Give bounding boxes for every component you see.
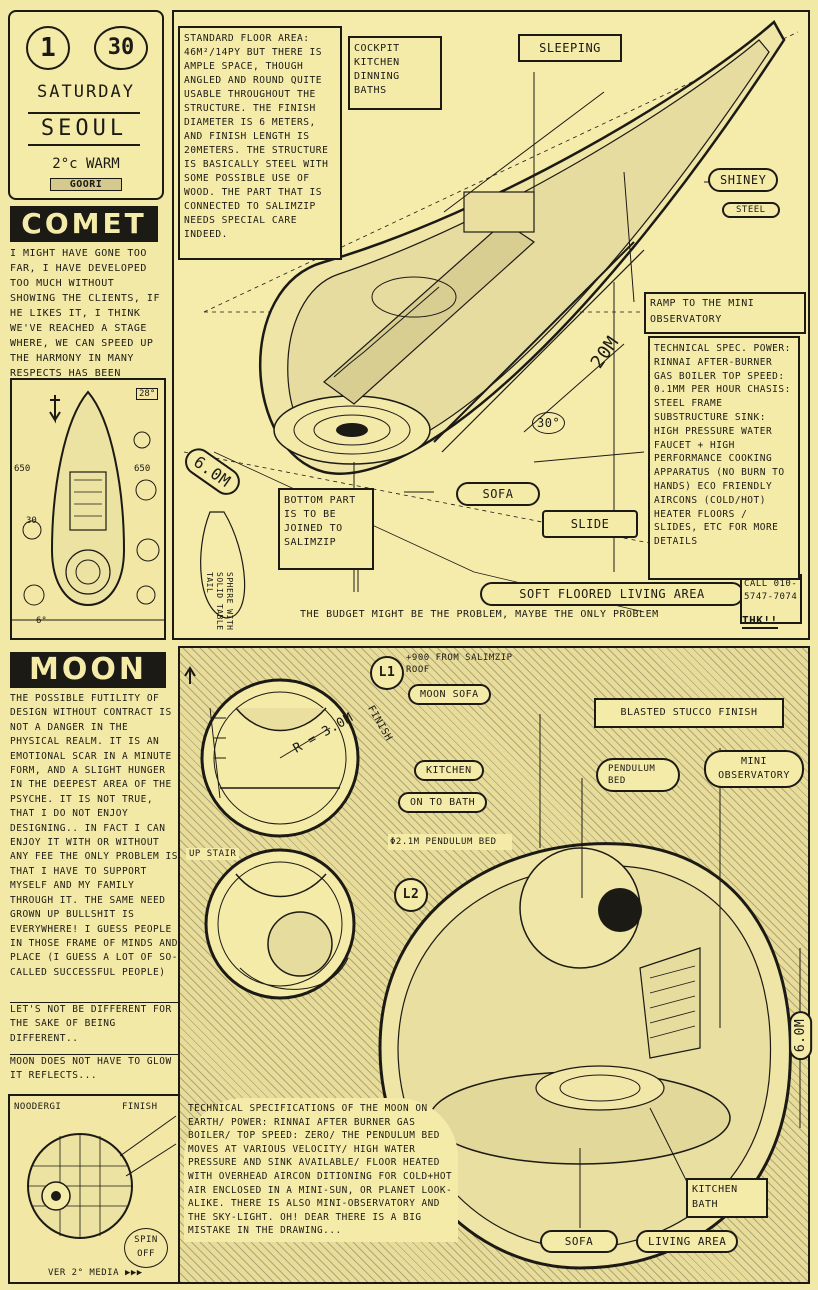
date-month-circle: 1: [26, 26, 70, 70]
mini-finish: FINISH: [122, 1102, 158, 1112]
date-weekday: SATURDAY: [37, 82, 135, 102]
ver-note: VER 2° MEDIA ▶▶▶: [48, 1268, 143, 1278]
comet-side-plan: 650 650 30 28° 6°: [10, 378, 166, 640]
label-pendulum: φ2.1m PENDULUM BED: [388, 834, 512, 850]
label-stucco: BLASTED STUCCO FINISH: [594, 698, 784, 728]
date-month: 1: [40, 33, 56, 63]
moon-line2: LET'S NOT BE DIFFERENT FOR THE SAKE OF B…: [10, 1002, 178, 1046]
mini-noodergi: NOODERGI: [14, 1102, 62, 1112]
label-moon-sofa: MOON SOFA: [408, 684, 491, 705]
dim-height: 6.0m: [789, 1010, 813, 1061]
date-author: GOORI: [50, 178, 122, 191]
date-badge: 1 30 SATURDAY SEOUL 2°c WARM GOORI: [8, 10, 164, 200]
moon-intro: THE POSSIBLE FUTILITY OF DESIGN WITHOUT …: [10, 693, 178, 978]
moon-drawing: [184, 666, 801, 1270]
technical-spec: TECHNICAL SPEC. POWER: RINNAI AFTER-BURN…: [648, 336, 800, 580]
label-ramp: RAMP TO THE MINI OBSERVATORY: [644, 292, 806, 334]
label-slide: SLIDE: [542, 510, 638, 538]
label-upstair: UP STAIR: [186, 848, 240, 860]
date-city: SEOUL: [28, 112, 140, 146]
date-day-circle: 30: [94, 26, 148, 70]
side-dim-3: 30: [26, 516, 37, 526]
comet-main-panel: STANDARD FLOOR AREA: 46m²/14py BUT THERE…: [172, 10, 810, 640]
label-moon-living: LIVING AREA: [636, 1230, 739, 1253]
comet-title: COMET: [10, 206, 158, 242]
comet-intro: I MIGHT HAVE GONE TOO FAR, I HAVE DEVELO…: [10, 248, 160, 394]
label-bottom: BOTTOM PART IS TO BE JOINED TO SALIMZIP: [278, 488, 374, 570]
label-cockpit: COCKPIT KITCHEN DINNING BATHS: [348, 36, 442, 110]
label-kitchen-bath: KITCHEN BATH: [686, 1178, 768, 1218]
side-dim-1: 650: [14, 464, 31, 474]
comet-drawing: [183, 20, 799, 619]
label-living-area: SOFT FLOORED LIVING AREA: [480, 582, 744, 606]
label-on-to-bath: ON TO BATH: [398, 792, 488, 813]
side-6: 6°: [36, 616, 47, 626]
dim-angle: 30°: [532, 412, 566, 434]
label-pendulum-bed: PENDULUM BED: [596, 758, 680, 792]
moon-title: MOON: [10, 652, 166, 688]
side-dim-2: 650: [134, 464, 151, 474]
moon-mini-sketch: NOODERGI FINISH SPIN OFF VER 2° MEDIA ▶▶…: [8, 1094, 182, 1284]
comet-floor-note: STANDARD FLOOR AREA: 46m²/14py BUT THERE…: [178, 26, 342, 260]
moon-mini-drawing: [27, 1115, 177, 1239]
label-shiney: SHINEY: [708, 168, 779, 192]
label-kitchen: KITCHEN: [414, 760, 484, 781]
spin-off-badge: SPIN OFF: [124, 1228, 168, 1268]
side-angle: 28°: [136, 388, 159, 400]
l1-note: +900 FROM SALIMZIP ROOF: [406, 653, 513, 675]
date-weather: 2°c WARM: [52, 156, 120, 172]
label-sleeping: SLEEPING: [518, 34, 622, 62]
label-moon-sofa-area: SOFA: [540, 1230, 618, 1253]
moon-main-panel: L1 +900 FROM SALIMZIP ROOF MOON SOFA FIN…: [178, 646, 813, 1284]
date-day: 30: [107, 35, 135, 60]
thanks: THK!!: [742, 614, 778, 629]
label-mini-observatory: MINI OBSERVATORY: [704, 750, 804, 788]
moon-tech-note: TECHNICAL SPECIFICATIONS OF THE MOON ON …: [184, 1098, 458, 1242]
l1-badge: L1: [370, 656, 404, 690]
comet-plan-drawing: [12, 390, 164, 621]
budget-note: THE BUDGET MIGHT BE THE PROBLEM, MAYBE T…: [300, 609, 659, 620]
call-note: CALL 010-5747-7074: [740, 574, 802, 624]
moon-line3: MOON DOES NOT HAVE TO GLOW IT REFLECTS..…: [10, 1054, 178, 1084]
sphere-note: SPHERE WITH SOLID TABLE TAIL: [205, 572, 234, 631]
label-steel: STEEL: [722, 202, 780, 218]
label-sofa: SOFA: [456, 482, 540, 506]
l2-badge: L2: [394, 878, 428, 912]
